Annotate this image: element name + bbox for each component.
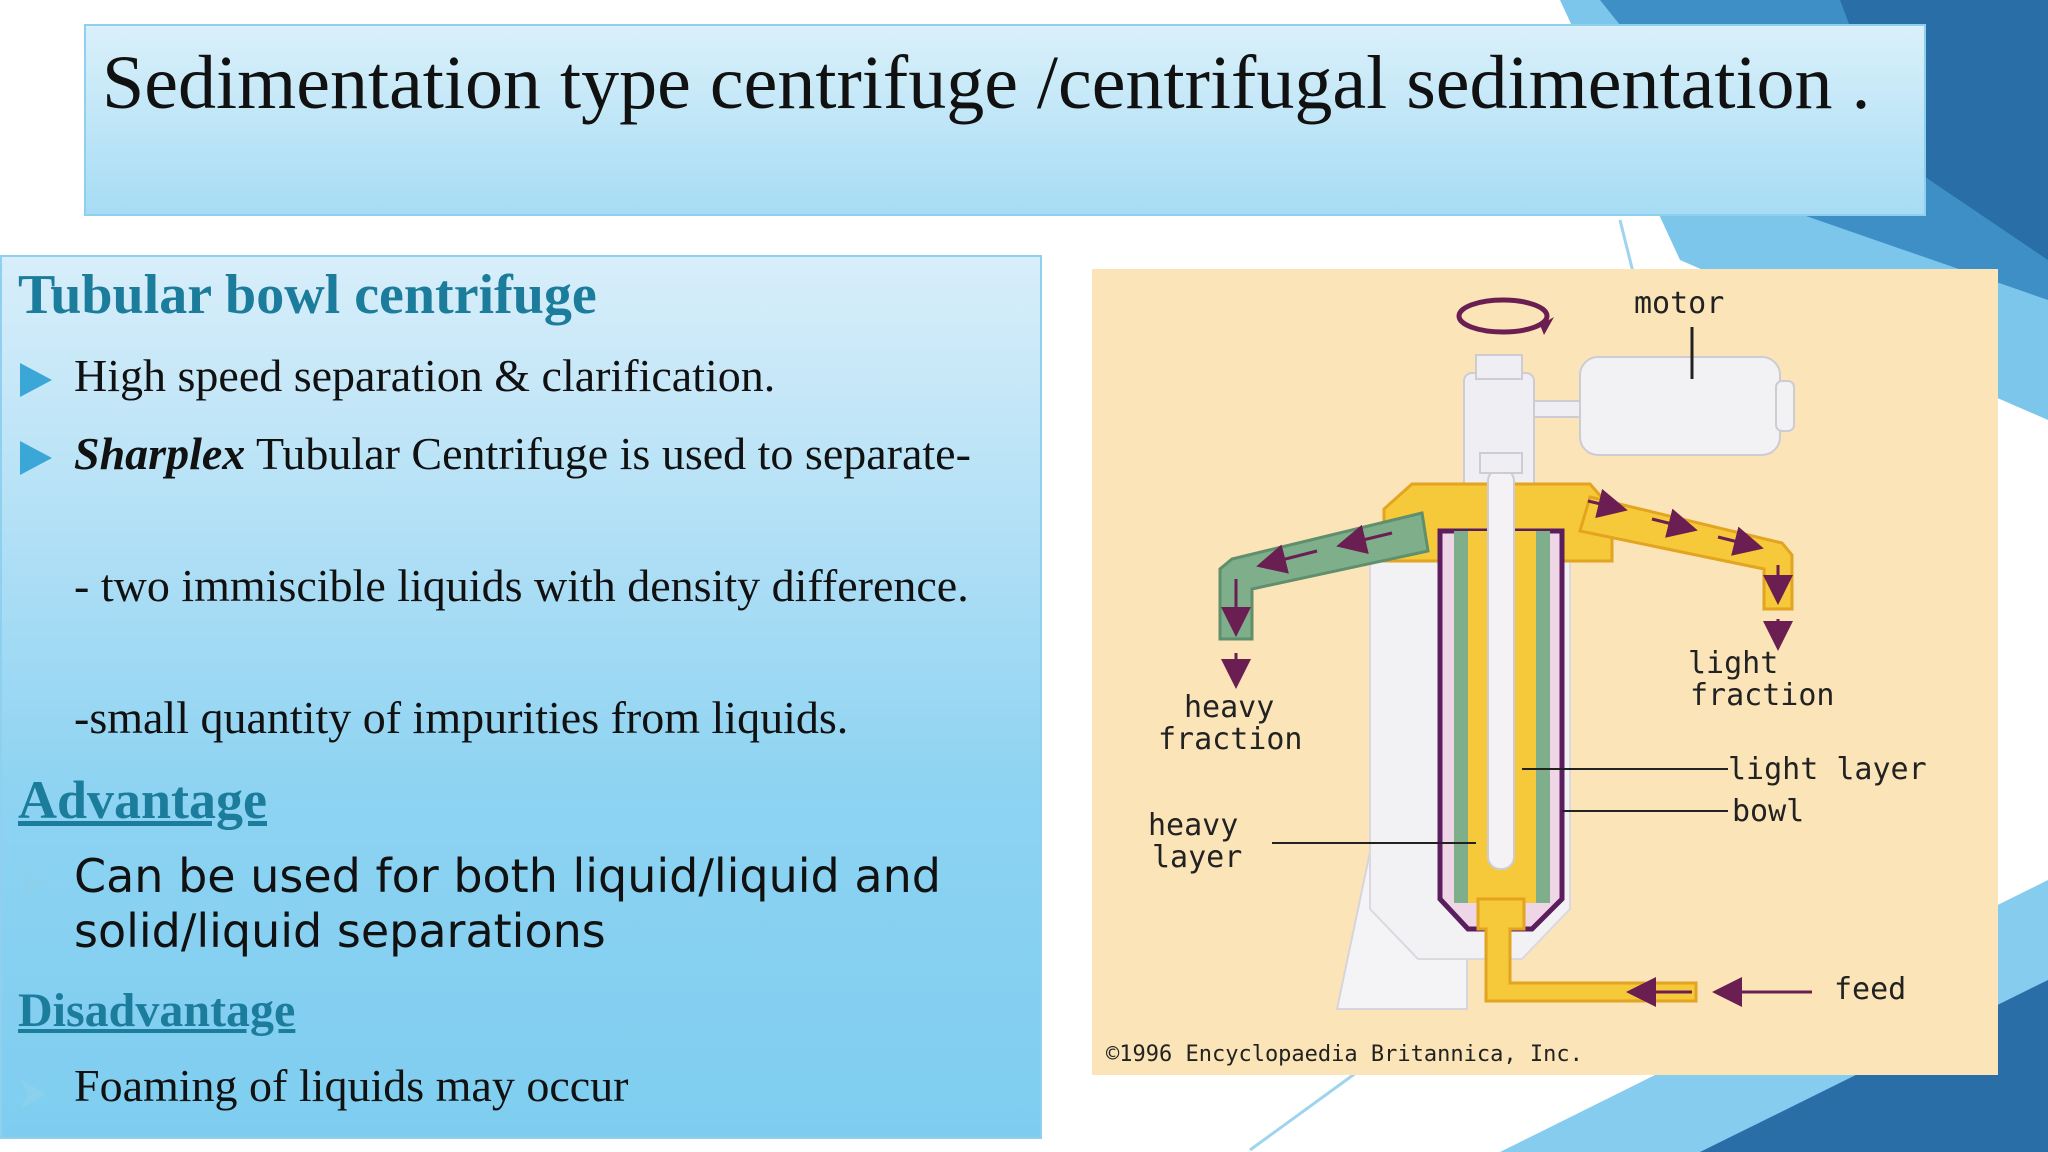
label-heavy-fraction-2: fraction (1158, 722, 1303, 757)
label-light-fraction-2: fraction (1690, 678, 1835, 713)
triangle-bullet-icon (20, 441, 52, 475)
label-bowl: bowl (1732, 794, 1804, 829)
rotation-arrow-icon (1456, 297, 1550, 335)
slide-title: Sedimentation type centrifuge /centrifug… (102, 41, 1871, 125)
centrifuge-illustration: motor light fraction heavy fraction ligh… (1106, 286, 1927, 1067)
feed-pipe (1476, 897, 1698, 1003)
label-feed: feed (1834, 972, 1906, 1007)
label-motor: motor (1634, 286, 1724, 321)
advantage-heading: Advantage (18, 770, 268, 830)
deco-line-2 (1249, 1068, 1361, 1152)
advantage-item: Can be used for both liquid/liquid and s… (74, 849, 941, 958)
sub-item-impurities: -small quantity of impurities from liqui… (74, 692, 849, 743)
label-light-layer: light layer (1728, 752, 1927, 787)
flow-arrow-icon (1336, 524, 1393, 554)
centrifuge-diagram: motor light fraction heavy fraction ligh… (1092, 269, 1998, 1075)
disadvantage-heading: Disadvantage (18, 984, 296, 1037)
arrow-bullet-icon (20, 869, 46, 899)
label-heavy-layer-2: layer (1152, 840, 1242, 875)
flow-arrow-icon (1717, 526, 1764, 556)
sharplex-emphasis: Sharplex (74, 428, 246, 479)
title-box: Sedimentation type centrifuge /centrifug… (84, 24, 1926, 216)
flow-arrow-icon (1587, 488, 1628, 519)
section-heading: Tubular bowl centrifuge (18, 264, 597, 326)
motor-endcap (1775, 380, 1795, 432)
figure-copyright: ©1996 Encyclopaedia Britannica, Inc. (1106, 1042, 1583, 1067)
sub-item-immiscible: - two immiscible liquids with density di… (74, 560, 969, 611)
motor-coupling (1533, 400, 1581, 418)
content-panel: Tubular bowl centrifuge High speed separ… (0, 255, 1042, 1139)
flow-arrow-icon (1651, 508, 1698, 538)
bullet-high-speed: High speed separation & clarification. (74, 350, 776, 401)
triangle-bullet-icon (20, 363, 52, 397)
label-heavy-fraction-1: heavy (1184, 690, 1274, 725)
disadvantage-item: Foaming of liquids may occur (74, 1060, 629, 1111)
arrow-bullet-icon (20, 1079, 46, 1109)
motor-body (1579, 356, 1781, 456)
spindle-top (1475, 354, 1523, 380)
heavy-outlet (1218, 511, 1430, 641)
bullet-sharplex: Sharplex Tubular Centrifuge is used to s… (74, 427, 1026, 481)
label-light-fraction-1: light (1688, 646, 1778, 681)
flow-arrow-icon (1256, 544, 1318, 574)
sharplex-rest: Tubular Centrifuge is used to separate- (255, 428, 971, 479)
shaft-collar (1479, 452, 1523, 474)
light-outlet (1578, 495, 1794, 611)
label-heavy-layer-1: heavy (1148, 808, 1238, 843)
center-shaft (1487, 468, 1515, 870)
